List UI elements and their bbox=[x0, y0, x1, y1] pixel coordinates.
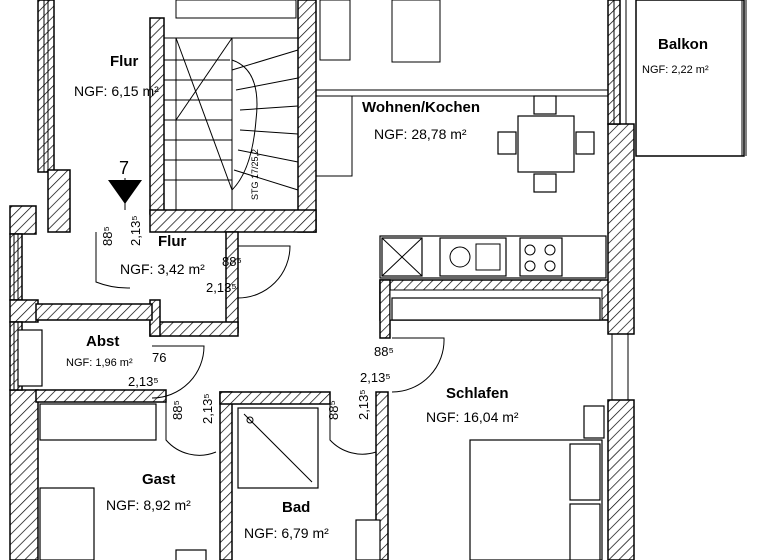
stove-icon bbox=[519, 237, 563, 277]
kitchen-counter bbox=[379, 235, 607, 279]
room-area-wohnen: NGF: 28,78 m² bbox=[374, 126, 467, 142]
room-name-balkon: Balkon bbox=[658, 36, 708, 53]
room-name-flur-mid: Flur bbox=[158, 233, 186, 250]
room-name-wohnen: Wohnen/Kochen bbox=[362, 99, 480, 116]
room-area-abst: NGF: 1,96 m² bbox=[66, 357, 133, 369]
dim-flur-width: 88⁵ bbox=[222, 254, 242, 269]
dim-bad-width: 88⁵ bbox=[326, 400, 341, 420]
door-dimensions: 88⁵ 2,13⁵ 88⁵ 2,13⁵ 76 2,13⁵ 88⁵ 2,13⁵ 8… bbox=[100, 215, 394, 424]
dim-abst-width: 76 bbox=[152, 350, 166, 365]
room-area-gast: NGF: 8,92 m² bbox=[106, 497, 191, 513]
room-name-bad: Bad bbox=[282, 499, 310, 516]
window-lines bbox=[13, 0, 747, 400]
bed bbox=[469, 405, 605, 560]
shower bbox=[237, 407, 319, 489]
dim-gast-width: 88⁵ bbox=[170, 400, 185, 420]
dim-schlafen-width: 88⁵ bbox=[374, 344, 394, 359]
dim-entry-height: 2,13⁵ bbox=[128, 215, 143, 246]
room-area-flur-top: NGF: 6,15 m² bbox=[74, 83, 159, 99]
dim-entry-width: 88⁵ bbox=[100, 226, 115, 246]
room-area-bad: NGF: 6,79 m² bbox=[244, 525, 329, 541]
doors bbox=[95, 232, 445, 456]
dining-set bbox=[497, 95, 595, 193]
section-marker: 7 bbox=[108, 158, 142, 210]
dim-schlafen-height: 2,13⁵ bbox=[360, 370, 391, 385]
dim-bad-height: 2,13⁵ bbox=[356, 389, 371, 420]
staircase: STG 17/25,2 bbox=[163, 37, 299, 211]
dim-gast-height: 2,13⁵ bbox=[200, 393, 215, 424]
dim-abst-height: 2,13⁵ bbox=[128, 374, 159, 389]
room-name-gast: Gast bbox=[142, 471, 175, 488]
section-marker-label: 7 bbox=[119, 158, 129, 178]
room-name-abst: Abst bbox=[86, 333, 119, 350]
wardrobes bbox=[17, 297, 601, 560]
room-area-flur-mid: NGF: 3,42 m² bbox=[120, 261, 205, 277]
dim-flur-height: 2,13⁵ bbox=[206, 280, 237, 295]
room-area-balkon: NGF: 2,22 m² bbox=[642, 64, 709, 76]
room-area-schlafen: NGF: 16,04 m² bbox=[426, 409, 519, 425]
room-labels: Flur NGF: 6,15 m² Wohnen/Kochen NGF: 28,… bbox=[66, 36, 709, 541]
room-name-schlafen: Schlafen bbox=[446, 385, 509, 402]
room-name-flur-top: Flur bbox=[110, 53, 138, 70]
stair-label: STG 17/25,2 bbox=[250, 149, 260, 200]
